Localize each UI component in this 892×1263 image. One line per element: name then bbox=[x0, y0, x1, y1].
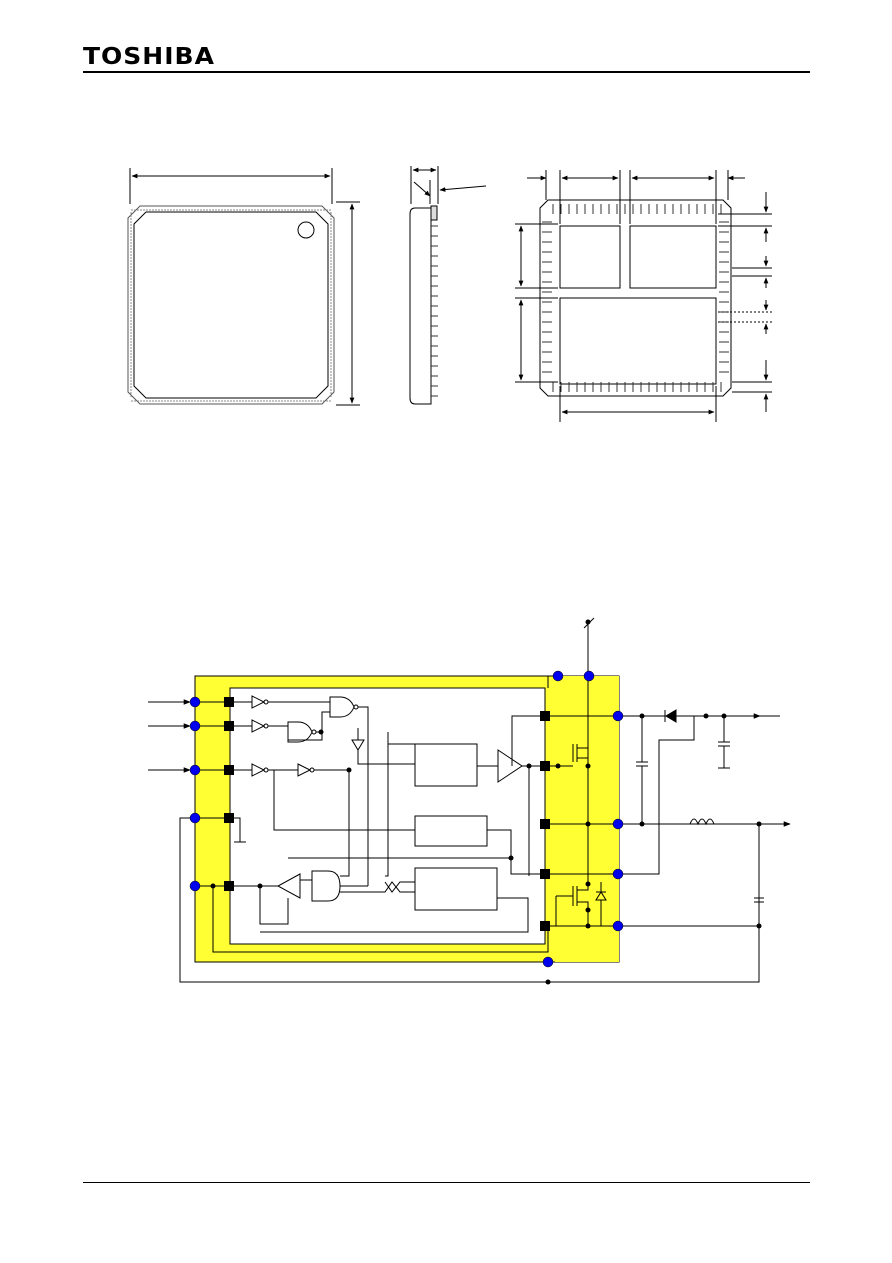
package-side-view bbox=[409, 166, 487, 405]
footer-rule bbox=[83, 1182, 810, 1183]
junction-dots bbox=[210, 619, 762, 985]
header-rule bbox=[83, 71, 810, 73]
package-top-view bbox=[127, 168, 360, 406]
toshiba-logo: TOSHIBA bbox=[83, 43, 215, 70]
internal-pads bbox=[224, 697, 550, 931]
block-diagram-wires bbox=[148, 617, 791, 983]
package-bottom-view bbox=[515, 170, 772, 422]
power-stage-region bbox=[555, 676, 619, 962]
pin1-index-mark bbox=[297, 221, 315, 239]
external-pins bbox=[189, 670, 624, 968]
